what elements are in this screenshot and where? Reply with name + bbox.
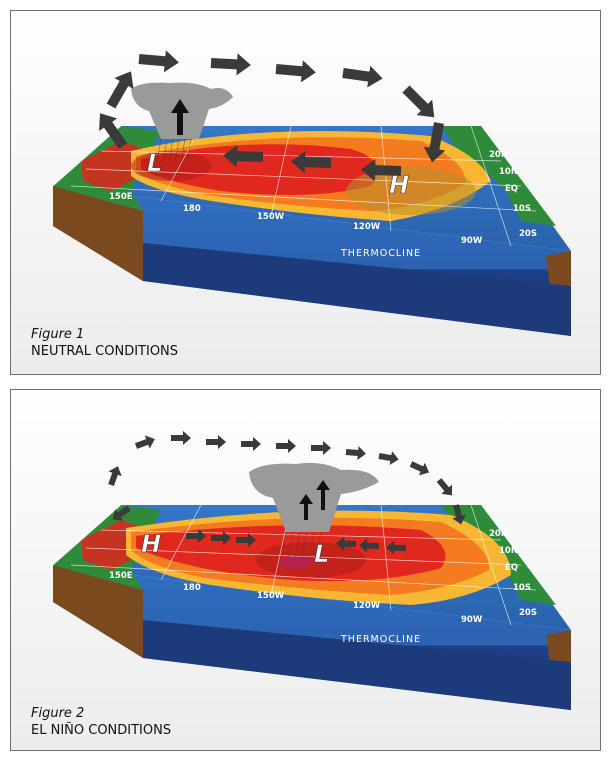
- thermocline-label: THERMOCLINE: [340, 248, 421, 259]
- figure-1-panel: L H 20N 10N EQ 10S 20S 150E 180 150W 120…: [10, 10, 601, 375]
- east-pressure-label: L: [314, 540, 329, 568]
- thermocline-label: THERMOCLINE: [340, 634, 421, 645]
- lon-label-150w: 150W: [257, 212, 285, 222]
- lon-label-150e: 150E: [109, 571, 133, 581]
- figure-2-diagram: H L 20N 10N EQ 10S 20S 150E 180 150W 120…: [11, 390, 600, 750]
- figure-1-condition: NEUTRAL CONDITIONS: [31, 343, 178, 360]
- lon-label-120w: 120W: [353, 222, 381, 232]
- figure-2-condition: EL NIÑO CONDITIONS: [31, 722, 171, 739]
- figure-1-label: Figure 1: [31, 326, 178, 343]
- lat-label-20s: 20S: [519, 608, 537, 618]
- lat-label-20n: 20N: [489, 150, 508, 160]
- lat-label-20s: 20S: [519, 229, 537, 239]
- west-pressure-label: H: [141, 530, 161, 558]
- lon-label-180: 180: [183, 204, 201, 214]
- lon-label-150e: 150E: [109, 192, 133, 202]
- lon-label-90w: 90W: [461, 236, 483, 246]
- lat-label-10n: 10N: [499, 546, 518, 556]
- lon-label-120w: 120W: [353, 601, 381, 611]
- lon-label-180: 180: [183, 583, 201, 593]
- warm-pool-shadow: [131, 151, 211, 181]
- lon-label-90w: 90W: [461, 615, 483, 625]
- figure-1-caption: Figure 1 NEUTRAL CONDITIONS: [31, 326, 178, 360]
- west-pressure-label: L: [147, 149, 162, 177]
- lat-label-20n: 20N: [489, 529, 508, 539]
- lat-label-eq: EQ: [505, 563, 518, 573]
- figure-2-panel: H L 20N 10N EQ 10S 20S 150E 180 150W 120…: [10, 389, 601, 751]
- lon-label-150w: 150W: [257, 591, 285, 601]
- figure-1-diagram: L H 20N 10N EQ 10S 20S 150E 180 150W 120…: [11, 11, 600, 374]
- lat-label-10s: 10S: [513, 583, 531, 593]
- figure-2-caption: Figure 2 EL NIÑO CONDITIONS: [31, 705, 171, 739]
- lat-label-eq: EQ: [505, 184, 518, 194]
- east-pressure-label: H: [389, 171, 409, 199]
- figure-2-label: Figure 2: [31, 705, 171, 722]
- lat-label-10s: 10S: [513, 204, 531, 214]
- lat-label-10n: 10N: [499, 167, 518, 177]
- high-pressure-shadow: [346, 167, 476, 215]
